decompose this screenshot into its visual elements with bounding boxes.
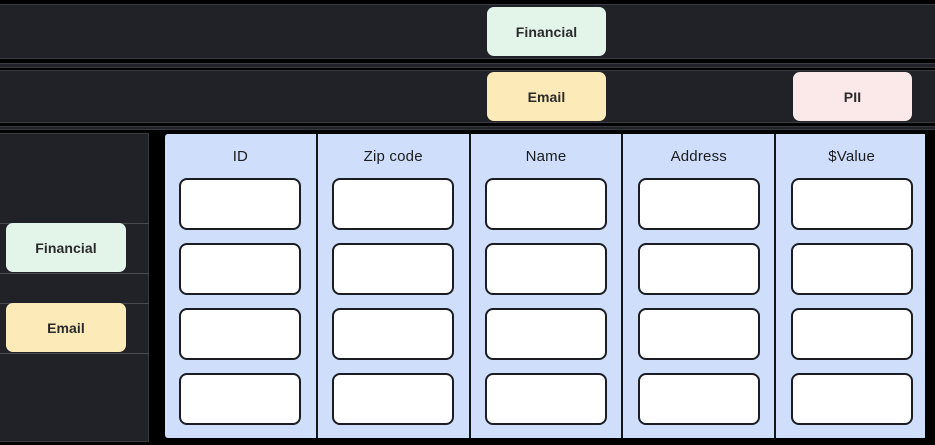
column-header: Name — [525, 148, 567, 165]
table-cell[interactable] — [637, 373, 760, 425]
table-column-value: $Value — [776, 134, 927, 438]
table-cell[interactable] — [484, 308, 607, 360]
table-cell[interactable] — [790, 373, 913, 425]
top-row-strip-4 — [0, 126, 935, 130]
table-cell[interactable] — [332, 373, 455, 425]
table-cell[interactable] — [484, 373, 607, 425]
top-row-strip-2 — [0, 63, 935, 68]
column-header: $Value — [828, 148, 875, 165]
column-header: Zip code — [363, 148, 423, 165]
table-cell[interactable] — [637, 243, 760, 295]
table-cell[interactable] — [790, 178, 913, 230]
tag-chip-financial-top[interactable]: Financial — [487, 7, 606, 56]
table-cell[interactable] — [484, 178, 607, 230]
table-column-zip-code: Zip code — [317, 134, 471, 438]
table-cell[interactable] — [332, 243, 455, 295]
table-cell[interactable] — [637, 308, 760, 360]
sidebar-divider — [0, 273, 149, 274]
sidebar-tag-chip-financial[interactable]: Financial — [6, 223, 126, 272]
sidebar-divider — [0, 353, 149, 354]
column-header: ID — [232, 148, 249, 165]
table-cell[interactable] — [790, 243, 913, 295]
sidebar-tag-chip-email[interactable]: Email — [6, 303, 126, 352]
tag-chip-email-top[interactable]: Email — [487, 72, 606, 121]
table-column-address: Address — [623, 134, 777, 438]
table-cell[interactable] — [179, 373, 302, 425]
table-cell[interactable] — [637, 178, 760, 230]
table-cell[interactable] — [332, 178, 455, 230]
table-cell[interactable] — [790, 308, 913, 360]
table-cell[interactable] — [179, 308, 302, 360]
top-row-strip-1 — [0, 4, 935, 59]
table-cell[interactable] — [179, 178, 302, 230]
tag-chip-pii-top[interactable]: PII — [793, 72, 912, 121]
sidebar-panel — [0, 133, 149, 442]
table-cell[interactable] — [179, 243, 302, 295]
column-header: Address — [670, 148, 727, 165]
table-column-id: ID — [165, 134, 318, 438]
top-row-strip-3 — [0, 70, 935, 123]
table-right-edge — [925, 134, 929, 438]
table-column-name: Name — [470, 134, 624, 438]
data-table: ID Zip code Name Address — [165, 134, 927, 438]
table-cell[interactable] — [484, 243, 607, 295]
table-cell[interactable] — [332, 308, 455, 360]
